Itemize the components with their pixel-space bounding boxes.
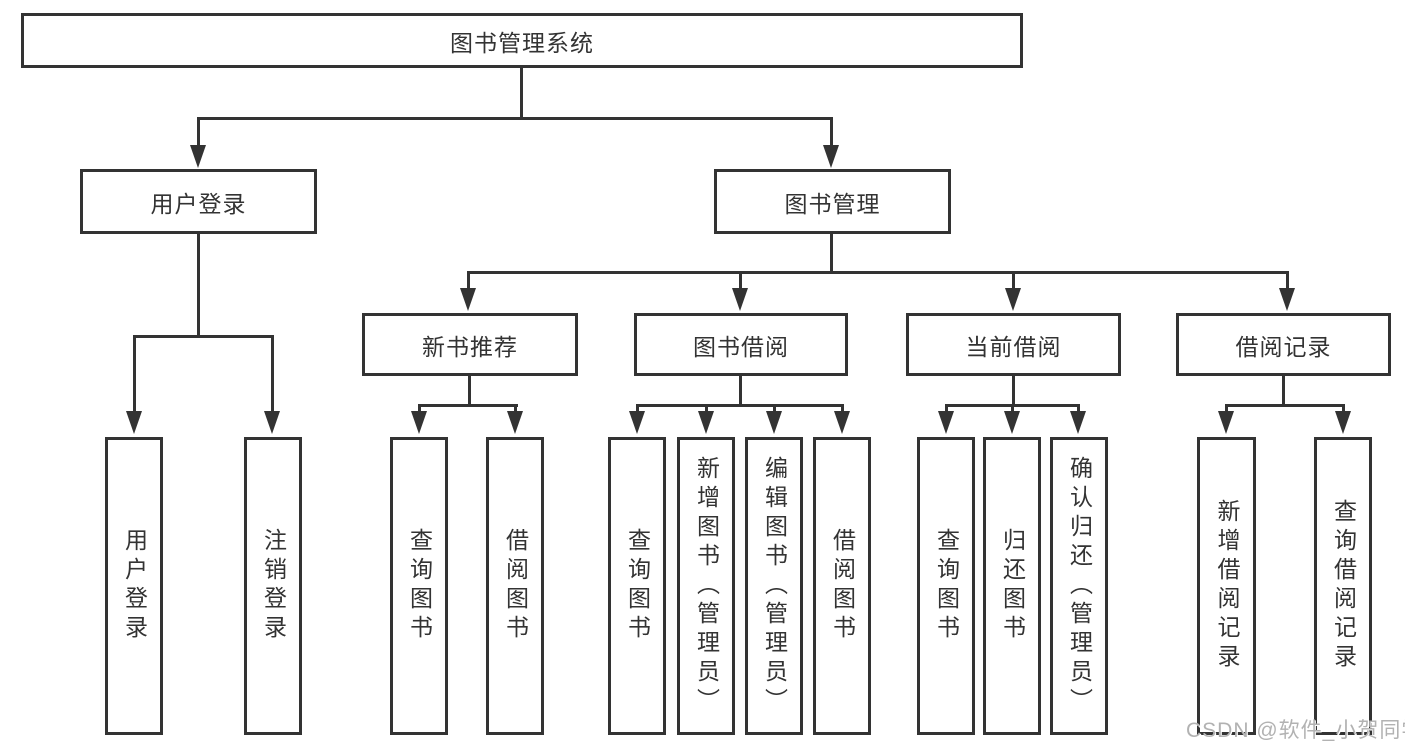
leaf-user-login-label: 用户登录 (121, 528, 148, 644)
leaf-borrowing-query-books: 查询图书 (608, 437, 666, 735)
connector-groupB-split (636, 404, 843, 407)
arrowhead-borrow-records (1279, 288, 1295, 311)
connector-root-stem (520, 68, 523, 120)
connector-groupD-stem (1282, 376, 1285, 407)
node-book-borrowing: 图书借阅 (634, 313, 848, 376)
connector-groupB-drop3 (773, 404, 776, 414)
leaf-recommend-query-books-label: 查询图书 (406, 528, 433, 644)
connector-groupD-drop2 (1342, 404, 1345, 414)
node-borrowing-records: 借阅记录 (1176, 313, 1391, 376)
connector-groupD-split (1225, 404, 1344, 407)
leaf-edit-book-admin: 编辑图书（管理员） (745, 437, 803, 735)
leaf-logout: 注销登录 (244, 437, 302, 735)
node-root-library-system: 图书管理系统 (21, 13, 1023, 68)
connector-groupD-drop1 (1225, 404, 1228, 414)
leaf-return-books-label: 归还图书 (999, 528, 1026, 644)
leaf-edit-book-admin-label: 编辑图书（管理员） (761, 455, 788, 717)
node-user-login: 用户登录 (80, 169, 317, 234)
connector-userlogin-split (133, 335, 274, 338)
arrowhead-groupA-leaf1 (411, 411, 427, 434)
arrowhead-groupB-leaf4 (834, 411, 850, 434)
arrowhead-current-borrow (1005, 288, 1021, 311)
connector-userlogin-stem (197, 234, 200, 338)
node-current-borrowing: 当前借阅 (906, 313, 1121, 376)
leaf-query-borrow-record: 查询借阅记录 (1314, 437, 1372, 735)
connector-drop-current-borrow (1012, 271, 1015, 293)
connector-groupB-drop4 (841, 404, 844, 414)
connector-groupA-drop1 (418, 404, 421, 414)
arrowhead-groupB-leaf1 (629, 411, 645, 434)
arrowhead-groupA-leaf2 (507, 411, 523, 434)
leaf-confirm-return-admin-label: 确认归还（管理员） (1066, 455, 1093, 717)
connector-drop-user-login (197, 117, 200, 150)
arrowhead-leaf-logout (264, 411, 280, 434)
arrowhead-groupC-leaf1 (938, 411, 954, 434)
arrowhead-groupC-leaf3 (1070, 411, 1086, 434)
leaf-add-book-admin-label: 新增图书（管理员） (693, 455, 720, 717)
arrowhead-user-login (190, 145, 206, 168)
connector-level3-split (467, 271, 1289, 274)
arrowhead-groupC-leaf2 (1004, 411, 1020, 434)
arrowhead-groupB-leaf3 (766, 411, 782, 434)
leaf-add-borrow-record-label: 新增借阅记录 (1214, 499, 1240, 673)
connector-drop-new-book (467, 271, 470, 293)
connector-groupC-drop3 (1077, 404, 1080, 414)
leaf-user-login: 用户登录 (105, 437, 163, 735)
leaf-add-book-admin: 新增图书（管理员） (677, 437, 735, 735)
leaf-return-books: 归还图书 (983, 437, 1041, 735)
leaf-borrowing-query-books-label: 查询图书 (624, 528, 651, 644)
arrowhead-groupD-leaf2 (1335, 411, 1351, 434)
leaf-query-borrow-record-label: 查询借阅记录 (1330, 499, 1357, 673)
connector-drop-book-borrow (739, 271, 742, 293)
node-book-management: 图书管理 (714, 169, 951, 234)
connector-groupB-stem (739, 376, 742, 407)
node-new-book-recommend: 新书推荐 (362, 313, 578, 376)
arrowhead-groupB-leaf2 (698, 411, 714, 434)
connector-groupA-drop2 (514, 404, 517, 414)
leaf-borrowing-borrow-books-label: 借阅图书 (829, 528, 856, 644)
connector-groupA-stem (468, 376, 471, 407)
arrowhead-new-book (460, 288, 476, 311)
arrowhead-groupD-leaf1 (1218, 411, 1234, 434)
leaf-current-query-books: 查询图书 (917, 437, 975, 735)
connector-drop-book-mgmt (830, 117, 833, 150)
arrowhead-leaf-login (126, 411, 142, 434)
leaf-current-query-books-label: 查询图书 (933, 528, 960, 644)
connector-groupB-drop2 (705, 404, 708, 414)
connector-groupC-drop2 (1011, 404, 1014, 414)
arrowhead-book-mgmt (823, 145, 839, 168)
connector-groupB-drop1 (636, 404, 639, 414)
leaf-recommend-borrow-books-label: 借阅图书 (502, 528, 529, 644)
leaf-confirm-return-admin: 确认归还（管理员） (1050, 437, 1108, 735)
leaf-recommend-borrow-books: 借阅图书 (486, 437, 544, 735)
leaf-add-borrow-record: 新增借阅记录 (1197, 437, 1256, 735)
connector-drop-borrow-records (1286, 271, 1289, 293)
connector-groupC-drop1 (945, 404, 948, 414)
arrowhead-book-borrow (732, 288, 748, 311)
leaf-logout-label: 注销登录 (260, 528, 287, 644)
connector-bookmgmt-stem (830, 234, 833, 274)
leaf-recommend-query-books: 查询图书 (390, 437, 448, 735)
connector-groupC-stem (1012, 376, 1015, 407)
connector-drop-leaf-login (133, 335, 136, 415)
connector-drop-leaf-logout (271, 335, 274, 415)
connector-level1-split (197, 117, 833, 120)
connector-groupA-split (418, 404, 518, 407)
csdn-watermark: CSDN @软件_小贺同学 (1186, 719, 1405, 742)
leaf-borrowing-borrow-books: 借阅图书 (813, 437, 871, 735)
